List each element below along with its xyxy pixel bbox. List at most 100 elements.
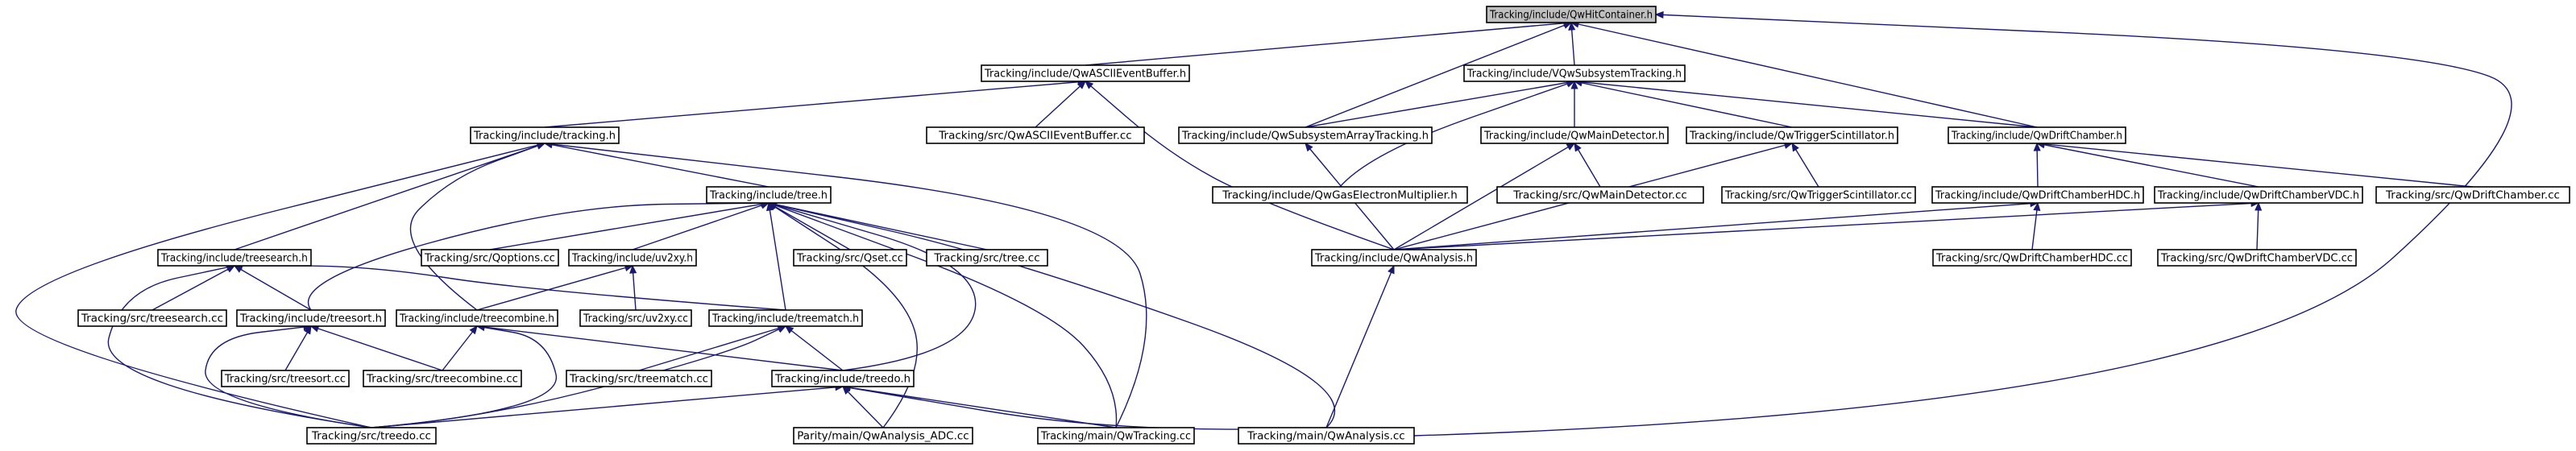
edge-n28-to-n16 [234, 265, 786, 311]
node-tracking-include-qwgaselectronmultiplier-h[interactable]: Tracking/include/QwGasElectronMultiplier… [1212, 186, 1468, 204]
node-tracking-main-qwanalysis-cc[interactable]: Tracking/main/QwAnalysis.cc [1238, 427, 1415, 445]
edge-n4-to-n1 [1035, 81, 1086, 128]
node-box [236, 309, 386, 327]
node-box [1037, 427, 1195, 445]
node-tracking-src-treesort-cc[interactable]: Tracking/src/treesort.cc [221, 370, 350, 387]
node-parity-main-qwanalysis-adc-cc[interactable]: Parity/main/QwAnalysis_ADC.cc [793, 427, 973, 445]
node-box [793, 427, 973, 445]
node-label: Tracking/src/QwDriftChamberHDC.cc [1935, 252, 2128, 265]
node-label: Tracking/src/QwMainDetector.cc [1512, 189, 1687, 202]
node-label: Tracking/include/uv2xy.h [571, 252, 693, 265]
node-label: Tracking/include/QwTriggerScintillator.h [1689, 130, 1894, 143]
node-tracking-include-tree-h[interactable]: Tracking/include/tree.h [706, 186, 832, 204]
node-label: Tracking/include/tree.h [709, 189, 828, 202]
edge-n36-to-n21 [1325, 265, 1395, 428]
node-label: Tracking/include/QwHitContainer.h [1489, 9, 1653, 22]
node-label: Tracking/include/treesort.h [239, 312, 382, 325]
node-box [77, 309, 227, 327]
node-tracking-include-qwdriftchamberhdc-h[interactable]: Tracking/include/QwDriftChamberHDC.h [1931, 186, 2144, 204]
node-tracking-src-tree-cc[interactable]: Tracking/src/tree.cc [926, 249, 1048, 267]
edge-n36-to-n32 [842, 386, 1327, 430]
node-tracking-include-tracking-h[interactable]: Tracking/include/tracking.h [470, 126, 620, 144]
node-box [708, 309, 863, 327]
node-tracking-include-qwtriggerscintillator-h[interactable]: Tracking/include/QwTriggerScintillator.h [1686, 126, 1898, 144]
node-tracking-include-qwhitcontainer-h[interactable]: Tracking/include/QwHitContainer.h [1486, 6, 1657, 23]
node-label: Tracking/src/treesearch.cc [81, 312, 223, 325]
node-tracking-src-qwmaindetector-cc[interactable]: Tracking/src/QwMainDetector.cc [1496, 186, 1704, 204]
edge-n5-to-n2 [1305, 81, 1575, 128]
node-box [1931, 186, 2144, 204]
edge-n27-to-n3 [409, 143, 545, 311]
edge-arrowhead [304, 325, 312, 335]
node-tracking-include-treedo-h[interactable]: Tracking/include/treedo.h [771, 370, 915, 387]
edge-n35-to-n32 [842, 386, 1117, 428]
node-label: Tracking/src/tree.cc [933, 252, 1039, 265]
node-label: Tracking/include/QwDriftChamberVDC.h [2157, 189, 2359, 202]
node-box [1496, 186, 1704, 204]
node-tracking-main-qwtracking-cc[interactable]: Tracking/main/QwTracking.cc [1037, 427, 1195, 445]
node-box [771, 370, 915, 387]
edge-arrowhead [1388, 264, 1395, 275]
edge-arrowhead [1085, 81, 1094, 89]
node-label: Tracking/include/tracking.h [473, 130, 616, 143]
edge-n33-to-n3 [15, 143, 545, 428]
node-box [1238, 427, 1415, 445]
node-tracking-include-treesearch-h[interactable]: Tracking/include/treesearch.h [157, 249, 312, 267]
node-tracking-src-qwdriftchamberhdc-cc[interactable]: Tracking/src/QwDriftChamberHDC.cc [1932, 249, 2132, 267]
node-tracking-include-uv2xy-h[interactable]: Tracking/include/uv2xy.h [568, 249, 697, 267]
node-box [1686, 126, 1898, 144]
edge-n5-to-n0 [1305, 22, 1572, 128]
node-tracking-src-qwtriggerscintillator-cc[interactable]: Tracking/src/QwTriggerScintillator.cc [1721, 186, 1916, 204]
node-label: Tracking/include/treesearch.h [160, 252, 308, 265]
edge-arrowhead [1654, 10, 1664, 19]
edge-arrowhead [2255, 201, 2263, 211]
node-tracking-include-qwsubsystemarraytracking-h[interactable]: Tracking/include/QwSubsystemArrayTrackin… [1178, 126, 1433, 144]
node-box [1486, 6, 1657, 23]
edge-n3-to-n1 [544, 81, 1086, 128]
node-tracking-include-qwanalysis-h[interactable]: Tracking/include/QwAnalysis.h [1311, 249, 1477, 267]
node-box [363, 370, 522, 387]
node-label: Tracking/include/VQwSubsystemTracking.h [1466, 68, 1682, 81]
edge-n33-to-n25 [205, 325, 372, 428]
edge-arrowhead [1568, 21, 1576, 31]
node-tracking-src-qwdriftchambervdc-cc[interactable]: Tracking/src/QwDriftChamberVDC.cc [2157, 249, 2357, 267]
edge-n19-to-n9 [768, 202, 851, 250]
node-box [926, 126, 1145, 144]
node-tracking-src-treedo-cc[interactable]: Tracking/src/treedo.cc [306, 427, 437, 445]
edge-n23-to-n14 [2256, 202, 2259, 250]
edge-n14-to-n8 [2036, 143, 2259, 188]
node-tracking-src-qoptions-cc[interactable]: Tracking/src/Qoptions.cc [421, 249, 559, 267]
node-tracking-src-uv2xy-cc[interactable]: Tracking/src/uv2xy.cc [579, 309, 692, 327]
node-tracking-include-vqwsubsystemtracking-h[interactable]: Tracking/include/VQwSubsystemTracking.h [1463, 64, 1686, 82]
node-tracking-include-treecombine-h[interactable]: Tracking/include/treecombine.h [396, 309, 558, 327]
node-label: Tracking/src/QwDriftChamberVDC.cc [2160, 252, 2353, 265]
node-tracking-include-qwdriftchamber-h[interactable]: Tracking/include/QwDriftChamber.h [1948, 126, 2126, 144]
node-tracking-include-qwasciieventbuffer-h[interactable]: Tracking/include/QwASCIIEventBuffer.h [981, 64, 1190, 82]
edge-n8-to-n2 [1574, 81, 2038, 128]
edge-n31-to-n28 [638, 325, 786, 371]
node-label: Tracking/main/QwAnalysis.cc [1247, 430, 1404, 443]
edge-n25-to-n9 [307, 202, 769, 311]
node-box [1212, 186, 1468, 204]
node-tracking-include-qwmaindetector-h[interactable]: Tracking/include/QwMainDetector.h [1480, 126, 1669, 144]
node-tracking-include-treesort-h[interactable]: Tracking/include/treesort.h [236, 309, 386, 327]
edge-n36-to-n9 [768, 202, 1336, 428]
node-tracking-src-treematch-cc[interactable]: Tracking/src/treematch.cc [566, 370, 712, 387]
node-tracking-include-qwdriftchambervdc-h[interactable]: Tracking/include/QwDriftChamberVDC.h [2154, 186, 2363, 204]
edge-n1-to-n0 [1085, 22, 1572, 66]
node-tracking-include-treematch-h[interactable]: Tracking/include/treematch.h [708, 309, 863, 327]
node-tracking-src-treesearch-cc[interactable]: Tracking/src/treesearch.cc [77, 309, 227, 327]
edge-n16-to-n3 [234, 143, 545, 250]
node-box [981, 64, 1190, 82]
edge-n18-to-n9 [632, 202, 769, 250]
edge-n34-to-n32 [842, 386, 884, 428]
node-tracking-src-qwdriftchamber-cc[interactable]: Tracking/src/QwDriftChamber.cc [2375, 186, 2570, 204]
edge-arrowhead [784, 325, 794, 334]
node-label: Tracking/include/QwDriftChamber.h [1951, 130, 2122, 143]
node-label: Tracking/include/QwGasElectronMultiplier… [1222, 189, 1458, 202]
edge-arrowhead [1791, 142, 1799, 152]
node-tracking-src-qset-cc[interactable]: Tracking/src/Qset.cc [793, 249, 907, 267]
edge-n35-to-n3 [544, 143, 1147, 428]
node-tracking-src-qwasciieventbuffer-cc[interactable]: Tracking/src/QwASCIIEventBuffer.cc [926, 126, 1145, 144]
node-tracking-src-treecombine-cc[interactable]: Tracking/src/treecombine.cc [363, 370, 522, 387]
